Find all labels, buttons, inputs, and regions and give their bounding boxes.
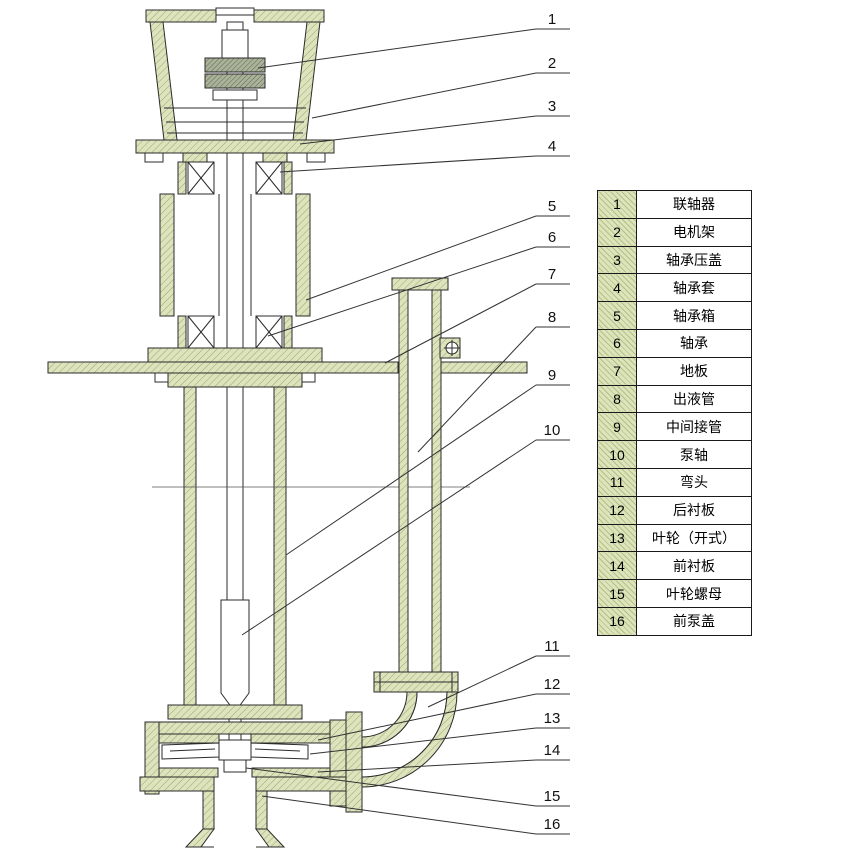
- intermediate-pipe: [167, 372, 303, 720]
- part-name: 轴承箱: [636, 301, 752, 330]
- elbow: [345, 691, 458, 813]
- part-name: 后衬板: [636, 495, 752, 525]
- callout-number: 1: [548, 11, 556, 28]
- part-number: 11: [597, 467, 637, 497]
- callout-number: 13: [544, 710, 561, 727]
- leader-line-11: [427, 655, 537, 708]
- part-name: 轴承套: [636, 273, 752, 303]
- part-name: 联轴器: [636, 190, 752, 219]
- part-name: 叶轮螺母: [636, 579, 752, 608]
- callout-number: 3: [548, 98, 556, 115]
- bearing-sleeve: [177, 161, 293, 195]
- pump-shaft: [218, 21, 252, 743]
- bearing: [147, 315, 323, 363]
- part-name: 中间接管: [636, 412, 752, 442]
- callout-number: 4: [548, 138, 556, 155]
- part-name: 前泵盖: [636, 606, 752, 636]
- part-number: 15: [597, 579, 637, 608]
- callout-number: 12: [544, 676, 561, 693]
- leader-line-4: [279, 155, 537, 173]
- floor-plate: [47, 361, 528, 383]
- part-name: 轴承: [636, 328, 752, 358]
- coupling: [204, 29, 266, 101]
- bearing-box: [159, 193, 311, 317]
- leader-line-10: [241, 439, 537, 636]
- part-number: 3: [597, 245, 637, 275]
- callout-number: 8: [548, 309, 556, 326]
- leader-line-3: [299, 115, 537, 145]
- part-number: 12: [597, 495, 637, 525]
- part-number: 2: [597, 217, 637, 247]
- part-number: 13: [597, 523, 637, 553]
- impeller-nut: [223, 759, 247, 773]
- callout-number: 16: [544, 816, 561, 833]
- rear-liner: [158, 733, 331, 744]
- leader-line-16: [261, 795, 537, 835]
- callout-number: 15: [544, 788, 561, 805]
- leader-line-2: [311, 72, 537, 119]
- callout-number: 11: [544, 638, 560, 655]
- part-number: 9: [597, 412, 637, 442]
- part-name: 前衬板: [636, 551, 752, 581]
- part-name: 叶轮（开式）: [636, 523, 752, 553]
- part-name: 轴承压盖: [636, 245, 752, 275]
- part-number: 5: [597, 301, 637, 330]
- bearing-upper: [187, 161, 283, 195]
- part-number: 8: [597, 384, 637, 414]
- callout-number: 9: [548, 367, 556, 384]
- leader-line-14: [317, 759, 537, 773]
- leader-line-7: [384, 283, 537, 364]
- part-number: 6: [597, 328, 637, 358]
- callout-number: 5: [548, 198, 556, 215]
- leader-line-5: [305, 215, 537, 301]
- discharge-pipe: [373, 277, 461, 693]
- part-number: 14: [597, 551, 637, 581]
- part-name: 泵轴: [636, 440, 752, 469]
- part-name: 弯头: [636, 467, 752, 497]
- leader-line-6: [267, 246, 537, 337]
- front-pump-cover: [139, 776, 347, 848]
- leader-line-8: [417, 326, 537, 453]
- leader-line-13: [309, 727, 537, 755]
- part-number: 16: [597, 606, 637, 636]
- callout-number: 10: [544, 422, 561, 439]
- leader-line-1: [257, 28, 537, 69]
- impeller: [161, 739, 309, 761]
- part-name: 电机架: [636, 217, 752, 247]
- leader-line-9: [285, 384, 537, 556]
- part-number: 10: [597, 440, 637, 469]
- callout-number: 6: [548, 229, 556, 246]
- part-name: 出液管: [636, 384, 752, 414]
- leader-line-12: [317, 693, 537, 741]
- part-name: 地板: [636, 356, 752, 386]
- pump-casing: [144, 719, 347, 807]
- callout-number: 2: [548, 55, 556, 72]
- part-number: 7: [597, 356, 637, 386]
- part-number: 4: [597, 273, 637, 303]
- callout-number: 7: [548, 266, 556, 283]
- leader-line-15: [245, 767, 537, 807]
- part-number: 1: [597, 190, 637, 219]
- callout-number: 14: [544, 742, 561, 759]
